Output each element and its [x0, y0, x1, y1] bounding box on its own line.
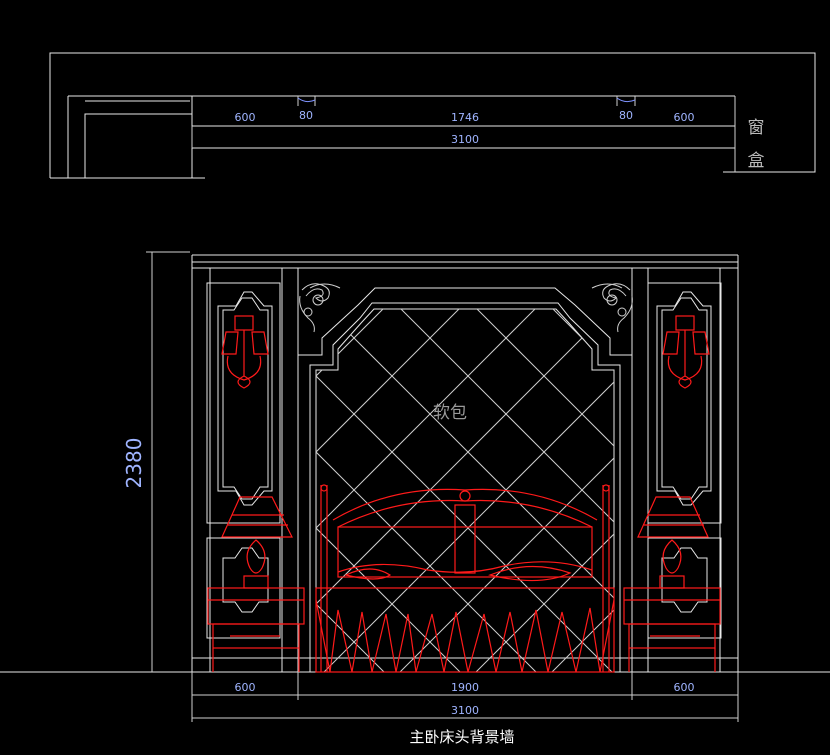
height-dim: 2380	[122, 438, 146, 489]
diamond-line	[467, 309, 614, 672]
diamond-line	[543, 309, 614, 672]
diamond-line	[0, 300, 240, 680]
window-box-label: 窗 盒	[748, 118, 765, 171]
wall-sconce-left	[221, 315, 269, 389]
drawing-title: 主卧床头背景墙	[409, 728, 514, 746]
wall-sconce-right	[662, 315, 710, 389]
diamond-line	[0, 300, 12, 680]
elev-dim-right: 600	[674, 681, 695, 694]
diamond-line	[0, 300, 88, 680]
elev-dim-left: 600	[235, 681, 256, 694]
table-lamp-right	[637, 496, 709, 589]
elevation-dimensions: 2380 600 1900 600 3100	[122, 251, 739, 722]
elev-dim-total: 3100	[451, 704, 479, 717]
diamond-line	[772, 300, 830, 680]
diamond-line	[620, 300, 830, 680]
nightstand-left	[207, 587, 305, 672]
plan-dim-right: 600	[674, 111, 695, 124]
window-box-char-1: 窗	[748, 118, 765, 138]
table-lamp-left	[221, 496, 293, 589]
plan-dim-left: 600	[235, 111, 256, 124]
diamond-line	[316, 309, 393, 672]
diamond-line	[316, 309, 469, 672]
diamond-line	[316, 309, 317, 672]
diamond-line	[0, 300, 240, 680]
plan-dim-post-left: 80	[299, 109, 313, 122]
nightstand-right	[623, 587, 721, 672]
diamond-line	[0, 300, 164, 680]
ornament-right	[591, 283, 633, 333]
plan-view	[49, 52, 816, 179]
plan-dim-total: 3100	[451, 133, 479, 146]
diamond-line	[696, 300, 830, 680]
diamond-line	[316, 309, 545, 672]
headboard-frame	[298, 287, 632, 672]
diamond-line	[467, 309, 614, 672]
diamond-line	[316, 309, 317, 672]
ornament-left	[299, 283, 341, 333]
plan-dimensions: 600 80 1746 80 600 3100	[235, 109, 695, 146]
bed	[315, 484, 615, 673]
elev-dim-center: 1900	[451, 681, 479, 694]
window-box-char-2: 盒	[748, 151, 765, 171]
soft-panel-label: 软包	[433, 403, 467, 423]
soft-panel-grid	[0, 300, 830, 680]
diamond-line	[316, 309, 469, 672]
plan-dim-center: 1746	[451, 111, 479, 124]
plan-dim-post-right: 80	[619, 109, 633, 122]
